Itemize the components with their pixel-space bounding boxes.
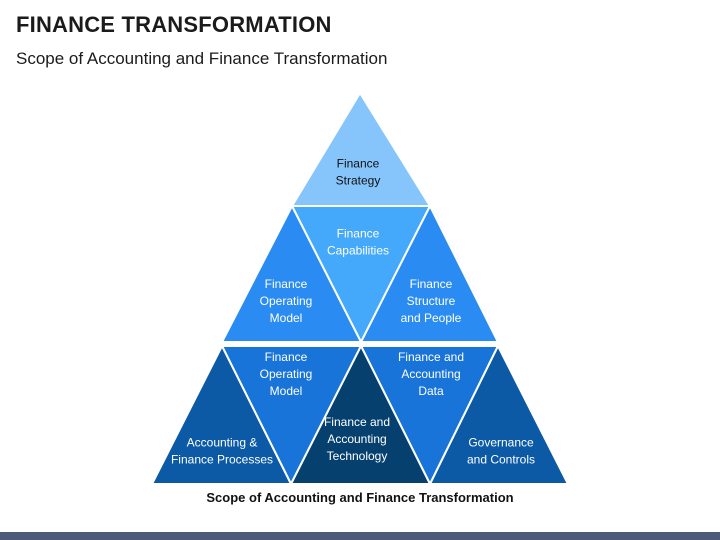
triangle-finance-structure-people (359, 203, 500, 343)
triangle-label-line: Finance (410, 277, 453, 291)
slide-title: FINANCE TRANSFORMATION (16, 12, 332, 37)
diagram-caption: Scope of Accounting and Finance Transfor… (206, 490, 514, 505)
triangle-finance-strategy (290, 91, 432, 207)
triangle-label-line: Strategy (336, 174, 381, 188)
footer-bar (0, 532, 720, 540)
triangle-finance-accounting-technology (289, 343, 432, 485)
triangle-label-line: Finance Processes (171, 453, 273, 467)
triangle-finance-operating-model-upper (220, 203, 363, 343)
triangle-label-line: Finance (337, 227, 380, 241)
triangle-label-line: Accounting & (187, 436, 258, 450)
triangle-label-line: Accounting (401, 367, 460, 381)
triangle-label-line: Finance and (398, 350, 464, 364)
triangle-label-line: Capabilities (327, 244, 389, 258)
triangle-label-line: and Controls (467, 453, 535, 467)
triangle-label-line: and People (401, 311, 462, 325)
triangle-accounting-finance-processes (150, 343, 293, 485)
triangle-label-accounting-finance-processes: Accounting & Finance Processes (171, 436, 273, 467)
triangle-label-line: Finance (265, 350, 308, 364)
triangle-label-line: Finance (265, 277, 308, 291)
triangle-label-line: Finance and (324, 415, 390, 429)
triangle-label-line: Governance (468, 436, 534, 450)
triangle-label-line: Operating (260, 367, 313, 381)
triangle-label-line: Finance (337, 157, 380, 171)
slide-subtitle: Scope of Accounting and Finance Transfor… (16, 49, 388, 68)
triangle-label-governance-controls: Governance and Controls (467, 436, 535, 467)
triangle-label-line: Model (270, 311, 303, 325)
triangle-label-line: Accounting (327, 432, 386, 446)
triangle-label-line: Data (418, 384, 444, 398)
triangle-governance-controls (428, 343, 570, 485)
triangle-label-line: Structure (407, 294, 456, 308)
triangle-label-line: Model (270, 384, 303, 398)
triangle-label-line: Operating (260, 294, 313, 308)
triangle-label-line: Technology (327, 449, 388, 463)
